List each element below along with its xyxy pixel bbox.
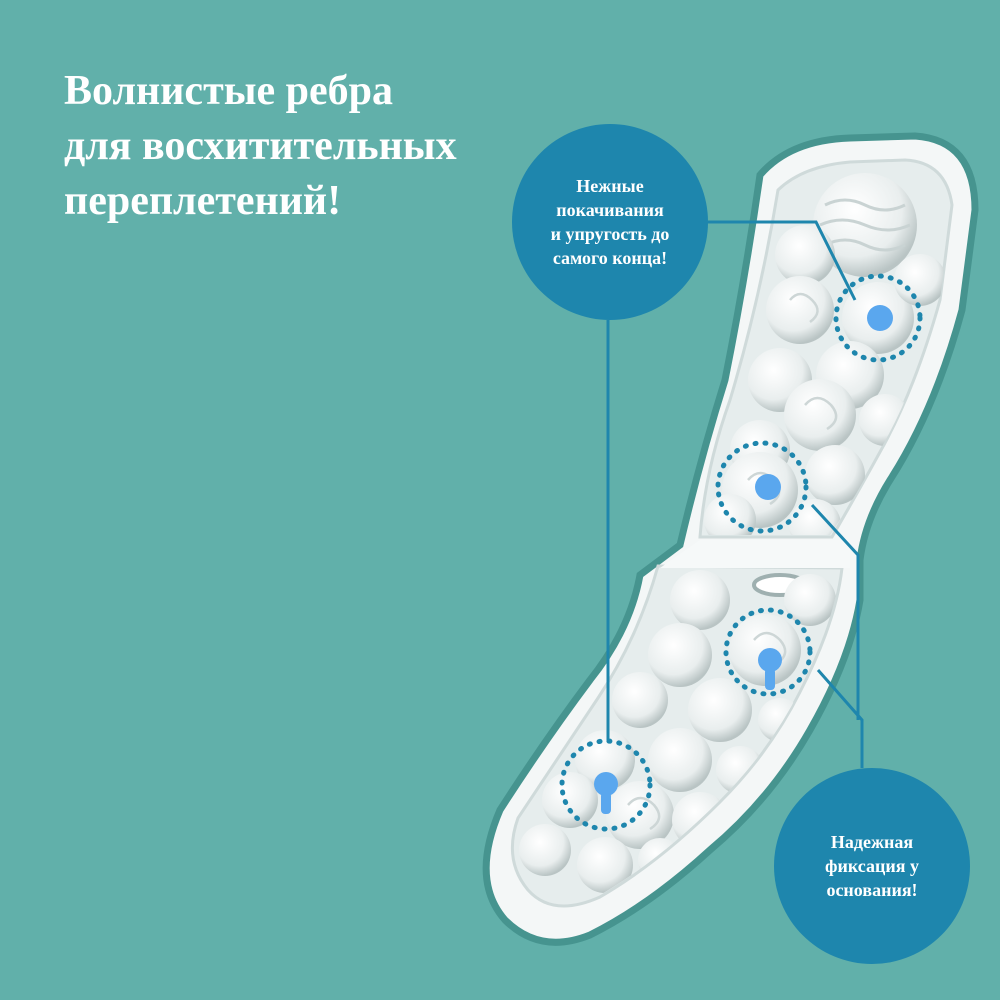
upper-ball-cluster	[704, 173, 946, 535]
callout-bottom-line-3: основания!	[826, 880, 918, 900]
callout-top-line-4: самого конца!	[552, 248, 668, 268]
callout-top-text: Нежные покачивания и упругость до самого…	[551, 174, 670, 270]
callout-top-line-2: покачивания	[556, 200, 664, 220]
callout-top-line-1: Нежные	[576, 176, 644, 196]
callout-connectors	[606, 220, 864, 768]
headline-line-3: переплетений!	[64, 178, 342, 224]
callout-top: Нежные покачивания и упругость до самого…	[512, 124, 708, 320]
headline: Волнистые ребра для восхитительных переп…	[64, 64, 524, 229]
callout-bottom-line-1: Надежная	[830, 832, 914, 852]
highlight-ball-top	[833, 273, 923, 363]
highlight-ball-lower	[723, 607, 813, 697]
callout-bottom-text: Надежная фиксация у основания!	[825, 830, 919, 902]
callout-bottom-line-2: фиксация у	[825, 856, 919, 876]
headline-line-2: для восхитительных	[64, 123, 457, 169]
callout-top-line-3: и упругость до	[550, 224, 670, 244]
headline-line-1: Волнистые ребра	[64, 68, 393, 114]
callout-bottom: Надежная фиксация у основания!	[774, 768, 970, 964]
highlight-ball-middle	[715, 440, 809, 534]
highlight-ball-bottom	[559, 738, 653, 832]
